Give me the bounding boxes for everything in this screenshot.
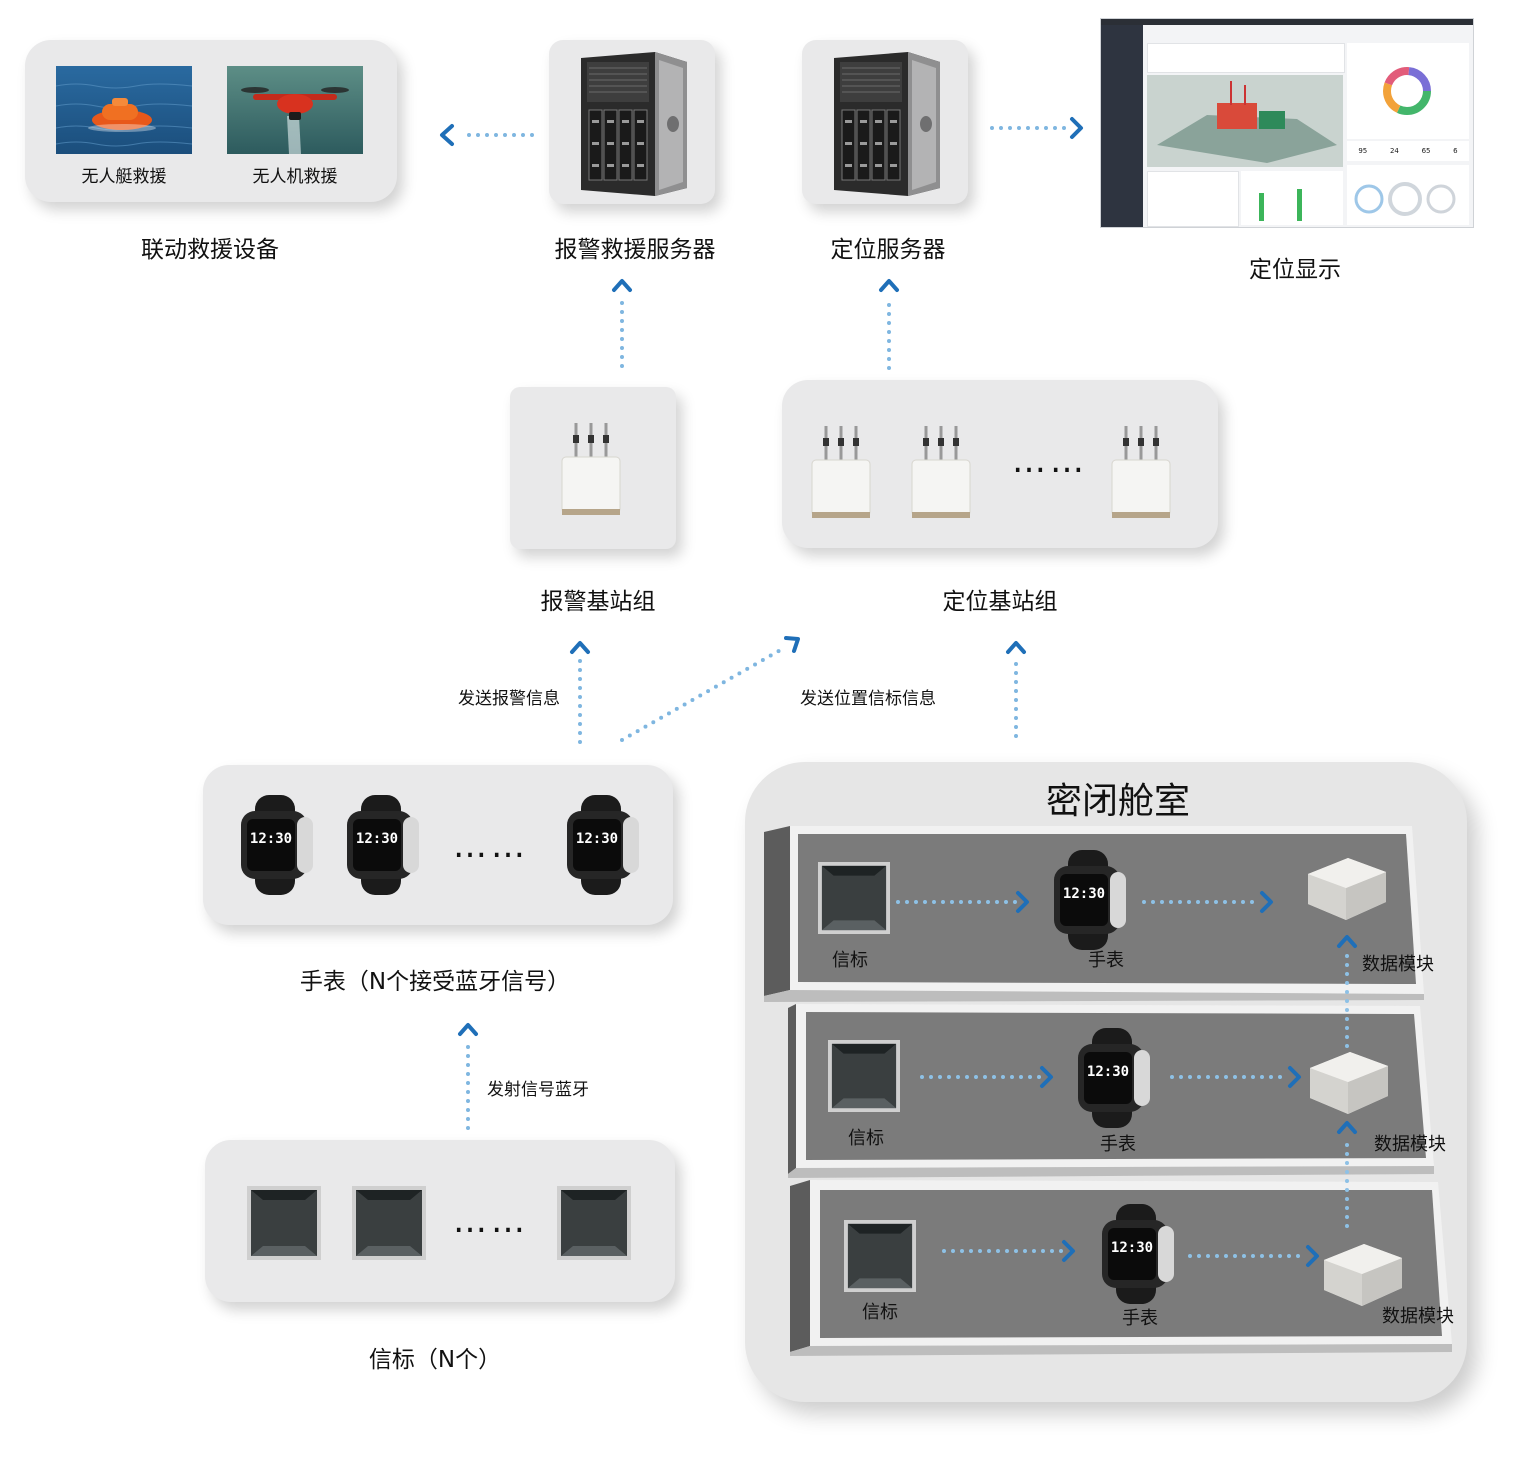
- rescue-boat-photo: [56, 66, 192, 154]
- beacons-label: 信标（N个）: [368, 1347, 502, 1373]
- watches-label: 手表（N个接受蓝牙信号）: [299, 969, 571, 995]
- stat-value: 6: [1453, 147, 1458, 155]
- dashboard-cards: [1147, 43, 1345, 73]
- location-station-card: ……: [782, 380, 1218, 548]
- data-module-icon: [1310, 1052, 1388, 1114]
- smartwatch-icon: 12:30: [567, 795, 639, 895]
- deck-beacon-label: 信标: [862, 1302, 898, 1323]
- smartwatch-icon: 12:30: [1102, 1204, 1174, 1304]
- stat-value: 65: [1421, 147, 1431, 155]
- tower-server-icon: [834, 52, 940, 196]
- location-display-screen: 95 24 65 6: [1100, 18, 1474, 228]
- watches-card: 12:30 12:30 …… 12:30: [203, 765, 673, 925]
- boat-rescue-caption: 无人艇救援: [81, 167, 167, 187]
- data-module-icon: [1308, 858, 1386, 920]
- drone-rescue-caption: 无人机救援: [252, 167, 338, 187]
- beacon-icon: [828, 1040, 900, 1112]
- ellipsis: ……: [1012, 441, 1088, 481]
- deck-beacon-label: 信标: [832, 950, 868, 971]
- smartwatch-icon: 12:30: [347, 795, 419, 895]
- watch-time: 12:30: [250, 831, 292, 847]
- deck-watch-label: 手表: [1088, 950, 1124, 971]
- smartwatch-icon: 12:30: [1054, 850, 1126, 950]
- beacon-icon: [557, 1186, 631, 1260]
- emit-bluetooth-label: 发射信号蓝牙: [487, 1080, 589, 1100]
- location-station-label: 定位基站组: [942, 589, 1058, 615]
- location-display-label: 定位显示: [1249, 257, 1341, 283]
- dashboard-gauges: [1347, 165, 1469, 225]
- dashboard-topbar: [1101, 19, 1473, 25]
- beacon-icon: [247, 1186, 321, 1260]
- deck-watch-label: 手表: [1100, 1134, 1136, 1155]
- send-position-label: 发送位置信标信息: [800, 689, 936, 709]
- beacon-icon: [818, 862, 890, 934]
- deck-beacon-label: 信标: [848, 1128, 884, 1149]
- deck-module-label: 数据模块: [1374, 1134, 1446, 1155]
- sealed-cabin-title: 密闭舱室: [1046, 781, 1191, 822]
- dashboard-stats: 95 24 65 6: [1347, 141, 1469, 161]
- send-alarm-label: 发送报警信息: [458, 689, 560, 709]
- deck-module-label: 数据模块: [1382, 1306, 1454, 1327]
- tower-server-icon: [581, 52, 687, 196]
- watch-time: 12:30: [1063, 886, 1105, 902]
- alarm-server-card: [549, 40, 715, 204]
- watch-time: 12:30: [576, 831, 618, 847]
- alarm-station-card: [510, 387, 676, 549]
- rescue-drone-photo: [227, 66, 363, 154]
- base-station-icon: [1111, 426, 1171, 518]
- base-station-icon: [811, 426, 871, 518]
- ellipsis: ……: [453, 826, 529, 866]
- smartwatch-icon: 12:30: [1078, 1028, 1150, 1128]
- location-server-card: [802, 40, 968, 204]
- beacon-icon: [844, 1220, 916, 1292]
- data-module-icon: [1324, 1244, 1402, 1306]
- base-station-icon: [911, 426, 971, 518]
- watch-time: 12:30: [1087, 1064, 1129, 1080]
- location-server-label: 定位服务器: [830, 237, 946, 263]
- rescue-devices-label: 联动救援设备: [141, 237, 279, 263]
- beacons-card: ……: [205, 1140, 675, 1302]
- beacon-icon: [352, 1186, 426, 1260]
- smartwatch-icon: 12:30: [241, 795, 313, 895]
- stat-value: 95: [1358, 147, 1368, 155]
- watch-time: 12:30: [356, 831, 398, 847]
- base-station-icon: [561, 423, 621, 515]
- ellipsis: ……: [453, 1201, 529, 1241]
- alarm-station-label: 报警基站组: [540, 589, 656, 615]
- dashboard-sidebar: [1101, 25, 1143, 227]
- rescue-devices-card: 无人艇救援 无人机救援: [25, 40, 397, 202]
- alarm-server-label: 报警救援服务器: [554, 237, 716, 263]
- deck-watch-label: 手表: [1122, 1308, 1158, 1329]
- deck-module-label: 数据模块: [1362, 954, 1434, 975]
- dashboard-bar-chart: [1241, 171, 1343, 225]
- dashboard-donut-chart: [1347, 43, 1469, 139]
- arrow-watch-location: [620, 646, 786, 742]
- stat-value: 24: [1389, 147, 1399, 155]
- dashboard-table: [1147, 171, 1239, 227]
- watch-time: 12:30: [1111, 1240, 1153, 1256]
- dashboard-3d-scene: [1147, 75, 1343, 167]
